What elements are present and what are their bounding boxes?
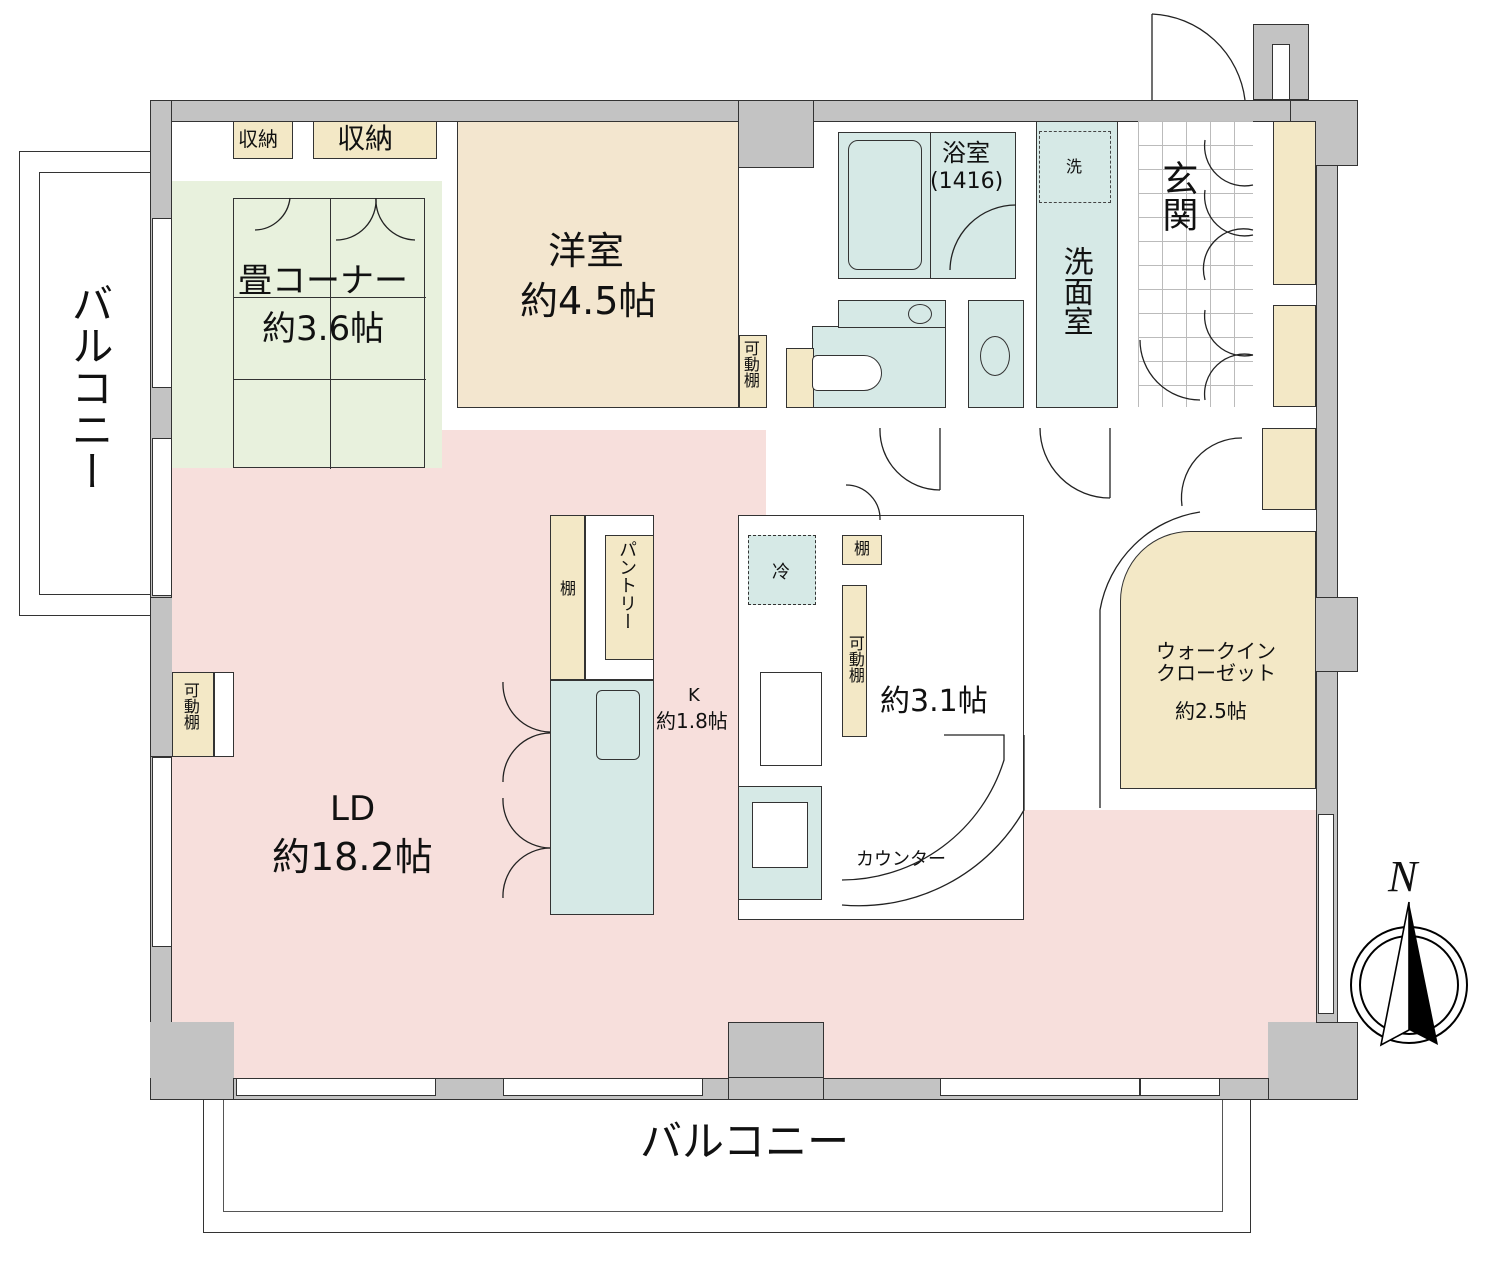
movable-shelf-western-label: 可動棚 [740, 340, 760, 388]
counter-label: カウンター [856, 849, 946, 870]
storage-large-label: 収納 [337, 122, 394, 155]
window-west-1 [152, 218, 172, 388]
south-balcony [203, 1095, 1251, 1233]
west-balcony [19, 151, 155, 616]
storage-small [233, 121, 293, 159]
cooktop-side [760, 672, 822, 766]
bathroom [838, 132, 1016, 279]
washer-label: 洗 [1066, 157, 1083, 176]
vanity-basin [980, 336, 1010, 376]
washer-space [1039, 131, 1111, 203]
window-west-3 [152, 757, 172, 947]
closet-entrance [1262, 428, 1316, 510]
kitchen-label: K [688, 685, 700, 706]
western-room-label: 洋室 [548, 229, 625, 273]
window-south-3 [940, 1078, 1140, 1096]
storage-large [313, 121, 437, 159]
toilet-sink [908, 304, 932, 324]
shelf-kitchen [550, 515, 585, 680]
top-wall-block [738, 100, 814, 168]
tatami-mats [233, 198, 426, 469]
bathroom-size: (1416) [930, 169, 1004, 194]
window-west-2 [152, 438, 172, 596]
kitchen-counter [550, 680, 654, 915]
entrance-label: 玄関 [1156, 160, 1198, 232]
fridge-space [748, 535, 816, 605]
toilet-bowl [812, 355, 882, 391]
compass-label: N [1388, 852, 1418, 901]
shelf-kitchen-label: 棚 [560, 579, 577, 598]
shoe-cabinet-lower [1273, 305, 1316, 407]
compass-icon [1350, 901, 1468, 1047]
bathtub [848, 140, 922, 270]
window-south-4 [1140, 1078, 1220, 1096]
wic-label: ウォークイン クローゼット [1156, 639, 1276, 686]
movable-shelf-den [842, 585, 867, 737]
washroom [1036, 121, 1118, 408]
kitchen-area: 約1.8帖 [656, 709, 728, 733]
wic-area: 約2.5帖 [1175, 699, 1247, 723]
window-south-1 [236, 1078, 436, 1096]
shelf-den-label: 棚 [854, 539, 871, 558]
bathroom-label: 浴室 [942, 139, 990, 167]
pantry-label: パントリー [616, 540, 638, 630]
shoe-cabinet-upper [1273, 121, 1316, 285]
stove-burners [752, 802, 808, 868]
walk-in-closet [1120, 531, 1316, 789]
window-south-2 [503, 1078, 703, 1096]
south-balcony-label: バルコニー [640, 1117, 850, 1166]
ld-area: 約18.2帖 [272, 835, 433, 879]
pantry [605, 535, 654, 660]
movable-shelf-den-label: 可動棚 [845, 635, 865, 683]
tatami-area: 約3.6帖 [262, 309, 385, 349]
window-east [1318, 814, 1334, 1014]
movable-shelf-ld-label: 可動棚 [180, 682, 200, 730]
den-area-label: 約3.1帖 [880, 684, 988, 719]
storage-small-label: 収納 [238, 127, 278, 151]
fridge-label: 冷 [772, 562, 790, 583]
movable-shelf-ld [172, 672, 214, 757]
washroom-label: 洗面室 [1057, 246, 1093, 336]
tatami-label: 畳コーナー [238, 261, 408, 301]
west-balcony-label: バルコニー [65, 282, 115, 492]
tatami-floor [172, 181, 442, 468]
movable-shelf-western [739, 335, 767, 408]
ld-label: LD [330, 789, 376, 829]
western-room-area: 約4.5帖 [520, 279, 657, 323]
toilet-shelf [786, 348, 814, 408]
kitchen-sink [596, 690, 640, 760]
entrance-floor [1138, 121, 1253, 407]
shelf-den [842, 535, 882, 565]
western-room [457, 121, 739, 408]
